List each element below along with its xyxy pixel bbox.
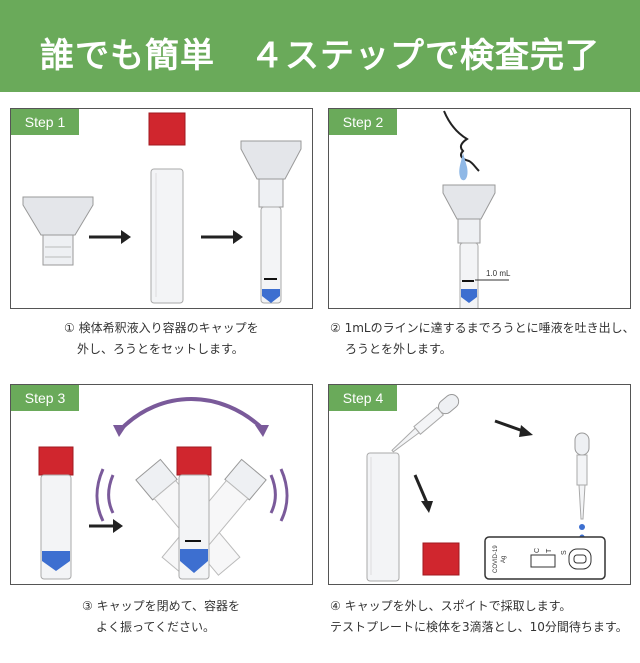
open-tube-icon bbox=[366, 452, 400, 582]
step-1-caption: ① 検体希釈液入り容器のキャップを 外し、ろうとをセットします。 bbox=[64, 318, 304, 360]
cassette-mark-t: T bbox=[546, 548, 553, 553]
center-capped-tube-icon bbox=[176, 446, 212, 580]
step-4-illustration: COVID-19 Ag C T S bbox=[366, 393, 606, 582]
step-2-illustration: 1.0 mL bbox=[442, 110, 511, 308]
step-2-caption-line1: ② 1mLのラインに達するまでろうとに唾液を吐き出し、 bbox=[330, 321, 635, 335]
step-3-caption-line1: ③ キャップを閉めて、容器を bbox=[82, 599, 240, 613]
face-profile-icon bbox=[443, 110, 480, 172]
test-cassette-icon bbox=[484, 536, 606, 580]
right-arrow-icon bbox=[201, 230, 243, 244]
diagonal-arrow-icon bbox=[494, 419, 533, 437]
shake-arc-right bbox=[279, 468, 289, 522]
step-1-tag: Step 1 bbox=[11, 109, 79, 135]
right-arrow-icon bbox=[89, 519, 123, 533]
step-4-tag: Step 4 bbox=[329, 385, 397, 411]
step-1-caption-line1: ① 検体希釈液入り容器のキャップを bbox=[64, 321, 259, 335]
cassette-mark-s: S bbox=[561, 550, 568, 555]
shake-arrow-head-right bbox=[255, 425, 269, 437]
pipette-icon bbox=[391, 393, 460, 453]
step-4-caption: ④ キャップを外し、スポイトで採取します。 テストプレートに検体を3滴落とし、1… bbox=[330, 596, 635, 638]
red-cap-icon bbox=[148, 112, 186, 146]
step-4-caption-line2: テストプレートに検体を3滴落とし、10分間待ちます。 bbox=[330, 620, 628, 634]
shake-arc-left bbox=[95, 468, 105, 522]
shake-arrow-head-left bbox=[113, 425, 127, 437]
step-4-panel: Step 4 bbox=[328, 384, 631, 585]
shake-arc-left-inner bbox=[107, 474, 115, 514]
step-3-caption-line2: よく振ってください。 bbox=[96, 620, 216, 634]
diagonal-arrow-icon bbox=[413, 474, 433, 513]
step-2-tag: Step 2 bbox=[329, 109, 397, 135]
step-3-illustration bbox=[38, 397, 289, 580]
removed-red-cap-icon bbox=[422, 542, 460, 576]
fill-line-label: 1.0 mL bbox=[486, 269, 511, 278]
header-banner: 誰でも簡単 ４ステップで検査完了 bbox=[0, 0, 640, 92]
cassette-name-line2: Ag bbox=[501, 556, 507, 563]
cassette-mark-c: C bbox=[534, 548, 541, 553]
step-2-panel: Step 2 1.0 mL bbox=[328, 108, 631, 309]
funnel-on-tube-icon bbox=[240, 140, 302, 304]
step-2-caption-line2: ろうとを外します。 bbox=[345, 342, 452, 356]
funnel-icon bbox=[22, 196, 94, 266]
step-3-tag: Step 3 bbox=[11, 385, 79, 411]
saliva-drop-icon bbox=[459, 153, 468, 181]
step-1-panel: Step 1 bbox=[10, 108, 313, 309]
capped-tube-icon bbox=[38, 446, 74, 580]
step-1-illustration bbox=[22, 112, 302, 304]
funnel-on-tube-icon bbox=[442, 184, 496, 308]
step-3-panel: Step 3 bbox=[10, 384, 313, 585]
cassette-name-line1: COVID-19 bbox=[493, 545, 499, 573]
vertical-pipette-icon bbox=[574, 432, 590, 540]
shake-arc-top bbox=[119, 397, 265, 431]
page-title: 誰でも簡単 ４ステップで検査完了 bbox=[40, 36, 600, 76]
step-3-caption: ③ キャップを閉めて、容器を よく振ってください。 bbox=[82, 596, 302, 638]
right-arrow-icon bbox=[89, 230, 131, 244]
step-1-caption-line2: 外し、ろうとをセットします。 bbox=[77, 342, 244, 356]
shake-arc-right-inner bbox=[269, 474, 277, 514]
tube-icon bbox=[150, 168, 184, 304]
step-2-caption: ② 1mLのラインに達するまでろうとに唾液を吐き出し、 ろうとを外します。 bbox=[330, 318, 635, 360]
step-4-caption-line1: ④ キャップを外し、スポイトで採取します。 bbox=[330, 599, 572, 613]
